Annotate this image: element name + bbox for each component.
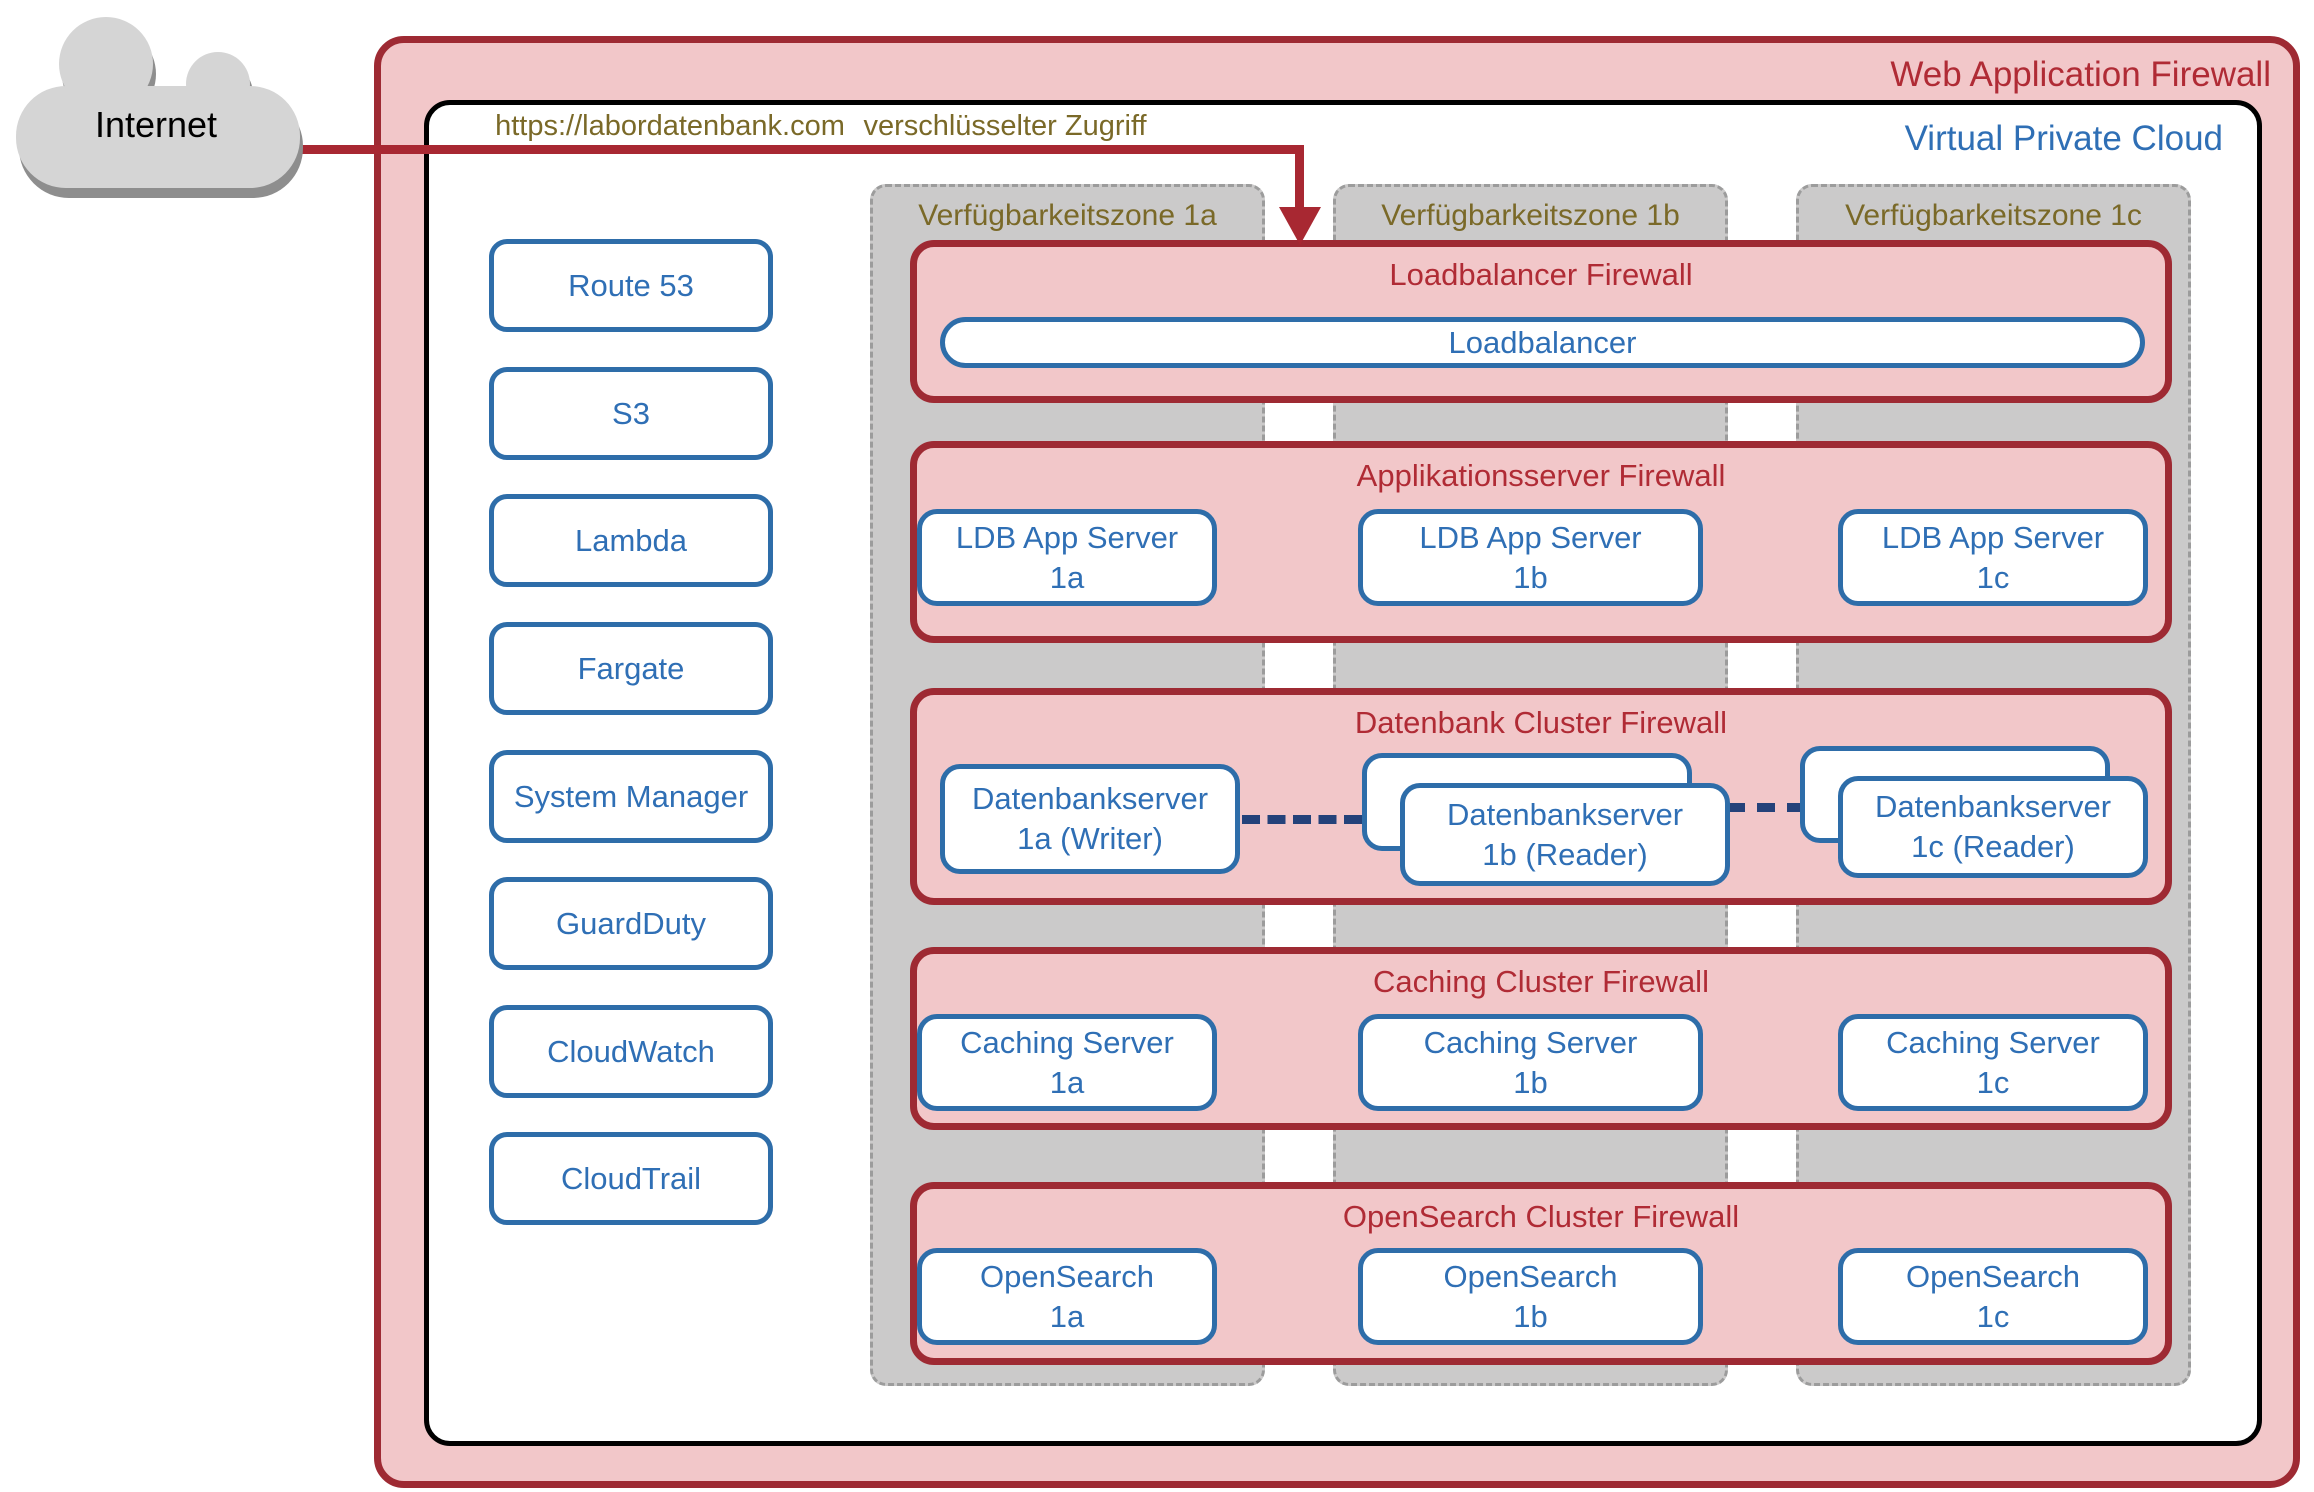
internet-label: Internet [94, 104, 218, 145]
opensearch-1b-line2: 1b [1513, 1298, 1548, 1334]
internet-cloud: Internet [6, 4, 306, 209]
opensearch-1c-line2: 1c [1976, 1298, 2010, 1334]
app-server-firewall-title: Applikationsserver Firewall [1356, 458, 1726, 493]
app-server-1c-line1: LDB App Server [1881, 519, 2105, 555]
db-server-1c-line1: Datenbankserver [1874, 789, 2112, 824]
app-server-1b-node: LDB App Server 1b [1358, 509, 1703, 606]
connection-line-horizontal [292, 145, 1303, 154]
app-server-1c-line2: 1c [1976, 559, 2010, 595]
app-server-1a-node: LDB App Server 1a [917, 509, 1217, 606]
zone-1c-label: Verfügbarkeitszone 1c [1845, 199, 2142, 232]
caching-cluster-firewall-title: Caching Cluster Firewall [1373, 964, 1709, 999]
caching-server-1c-line1: Caching Server [1886, 1024, 2100, 1060]
db-server-1a-line2: 1a (Writer) [1017, 821, 1163, 856]
db-server-1a-line1: Datenbankserver [971, 781, 1209, 816]
caching-server-1a-line1: Caching Server [960, 1024, 1174, 1060]
service-route-53: Route 53 [489, 239, 773, 332]
zone-1b-label: Verfügbarkeitszone 1b [1381, 199, 1680, 232]
db-replication-link-1b-1c [1727, 803, 1805, 812]
service-cloudtrail: CloudTrail [489, 1132, 773, 1225]
caching-server-1a-line2: 1a [1049, 1064, 1085, 1100]
opensearch-1c-node: OpenSearch 1c [1838, 1248, 2148, 1345]
service-system-manager: System Manager [489, 750, 773, 843]
opensearch-1c-line1: OpenSearch [1905, 1258, 2081, 1294]
opensearch-1a-line2: 1a [1049, 1298, 1085, 1334]
db-server-1b-node: Datenbankserver 1b (Reader) [1400, 783, 1730, 886]
app-server-1b-line2: 1b [1513, 559, 1548, 595]
db-server-1b-line1: Datenbankserver [1446, 796, 1684, 832]
opensearch-1a-node: OpenSearch 1a [917, 1248, 1217, 1345]
zone-1a-label: Verfügbarkeitszone 1a [918, 199, 1217, 232]
service-s3: S3 [489, 367, 773, 460]
caching-server-1b-line1: Caching Server [1423, 1024, 1638, 1060]
opensearch-1b-line1: OpenSearch [1443, 1258, 1618, 1294]
caching-server-1b-line2: 1b [1513, 1064, 1548, 1100]
db-cluster-firewall-title: Datenbank Cluster Firewall [1354, 705, 1728, 740]
connection-url-label: https://labordatenbank.com [495, 110, 845, 142]
service-guardduty: GuardDuty [489, 877, 773, 970]
vpc-label: Virtual Private Cloud [1904, 119, 2223, 158]
app-server-1b-line1: LDB App Server [1419, 519, 1642, 555]
connection-line-vertical [1295, 145, 1304, 208]
caching-server-1a-node: Caching Server 1a [917, 1014, 1217, 1111]
db-server-1b-line2: 1b (Reader) [1482, 836, 1648, 872]
connection-access-label: verschlüsselter Zugriff [863, 110, 1147, 142]
db-server-1c-node: Datenbankserver 1c (Reader) [1838, 776, 2148, 878]
loadbalancer-node: Loadbalancer [940, 317, 2145, 368]
waf-label: Web Application Firewall [1890, 55, 2271, 94]
db-replication-link-1a-1b [1242, 815, 1362, 824]
caching-server-1b-node: Caching Server 1b [1358, 1014, 1703, 1111]
opensearch-1b-node: OpenSearch 1b [1358, 1248, 1703, 1345]
loadbalancer-firewall-title: Loadbalancer Firewall [1389, 257, 1693, 292]
service-lambda: Lambda [489, 494, 773, 587]
connection-arrowhead-icon [1279, 207, 1321, 245]
app-server-1a-line2: 1a [1049, 559, 1085, 595]
caching-server-1c-line2: 1c [1976, 1064, 2010, 1100]
db-server-1a-node: Datenbankserver 1a (Writer) [940, 764, 1240, 874]
app-server-1c-node: LDB App Server 1c [1838, 509, 2148, 606]
db-server-1c-line2: 1c (Reader) [1911, 829, 2075, 864]
opensearch-1a-line1: OpenSearch [979, 1258, 1155, 1294]
opensearch-cluster-firewall-title: OpenSearch Cluster Firewall [1342, 1199, 1740, 1234]
service-fargate: Fargate [489, 622, 773, 715]
app-server-1a-line1: LDB App Server [955, 519, 1179, 555]
caching-server-1c-node: Caching Server 1c [1838, 1014, 2148, 1111]
cloud-icon [16, 17, 303, 198]
service-cloudwatch: CloudWatch [489, 1005, 773, 1098]
